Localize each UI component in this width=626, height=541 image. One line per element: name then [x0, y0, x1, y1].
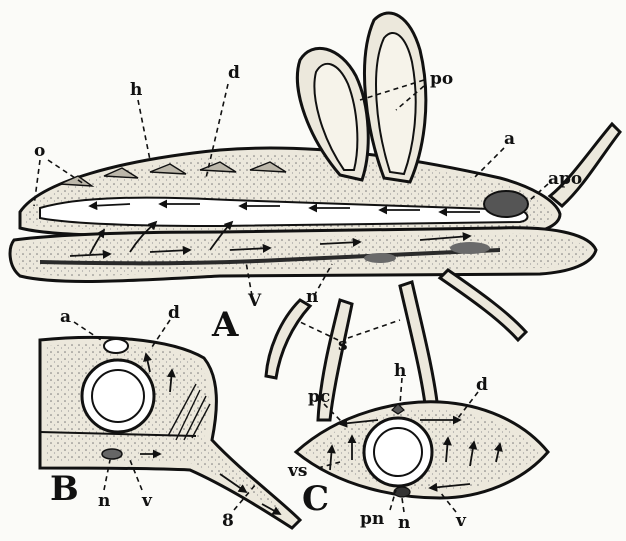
panel-b: a d n v 8 B	[40, 303, 300, 531]
label-a-d: d	[228, 63, 240, 83]
label-a-a: a	[504, 129, 515, 149]
label-c-h: h	[394, 361, 406, 381]
label-b-n: n	[98, 491, 110, 511]
nerve-c	[394, 487, 410, 497]
label-c-n: n	[398, 513, 410, 533]
panel-label-b: B	[50, 469, 79, 509]
label-c-pn: pn	[360, 509, 384, 529]
nerve-b	[102, 449, 122, 459]
label-a-s: s	[338, 335, 348, 355]
label-b-a: a	[60, 307, 71, 327]
label-a-n: n	[306, 287, 318, 307]
label-a-v: V	[247, 291, 262, 311]
gut-inner-b	[92, 370, 144, 422]
ventral-appendage-4	[440, 270, 526, 340]
ventral-appendage-1	[266, 300, 310, 378]
label-c-pc: pc	[308, 387, 330, 407]
gut-inner-c	[374, 428, 422, 476]
section-stipple-b	[46, 343, 290, 516]
ganglion-1	[364, 253, 396, 263]
panel-label-c: C	[302, 479, 329, 519]
label-c-vs: vs	[287, 461, 307, 481]
panel-label-a: A	[211, 305, 239, 345]
ganglion-2	[450, 242, 490, 254]
label-a-o: o	[34, 141, 45, 161]
posterior-appendage-a	[550, 124, 620, 206]
ventral-appendage-3	[400, 282, 438, 412]
label-a-h: h	[130, 80, 142, 100]
label-b-d: d	[168, 303, 180, 323]
label-a-apo: apo	[548, 169, 582, 189]
label-a-po: po	[430, 69, 453, 89]
dorsal-vessel-b	[104, 339, 128, 353]
label-b-v: v	[141, 491, 153, 511]
panel-c: h pc d vs pn n v C	[287, 361, 548, 533]
label-b-s: 8	[222, 511, 234, 531]
appendix-organ-a	[484, 191, 528, 217]
label-c-v: v	[455, 511, 467, 531]
label-c-d: d	[476, 375, 488, 395]
